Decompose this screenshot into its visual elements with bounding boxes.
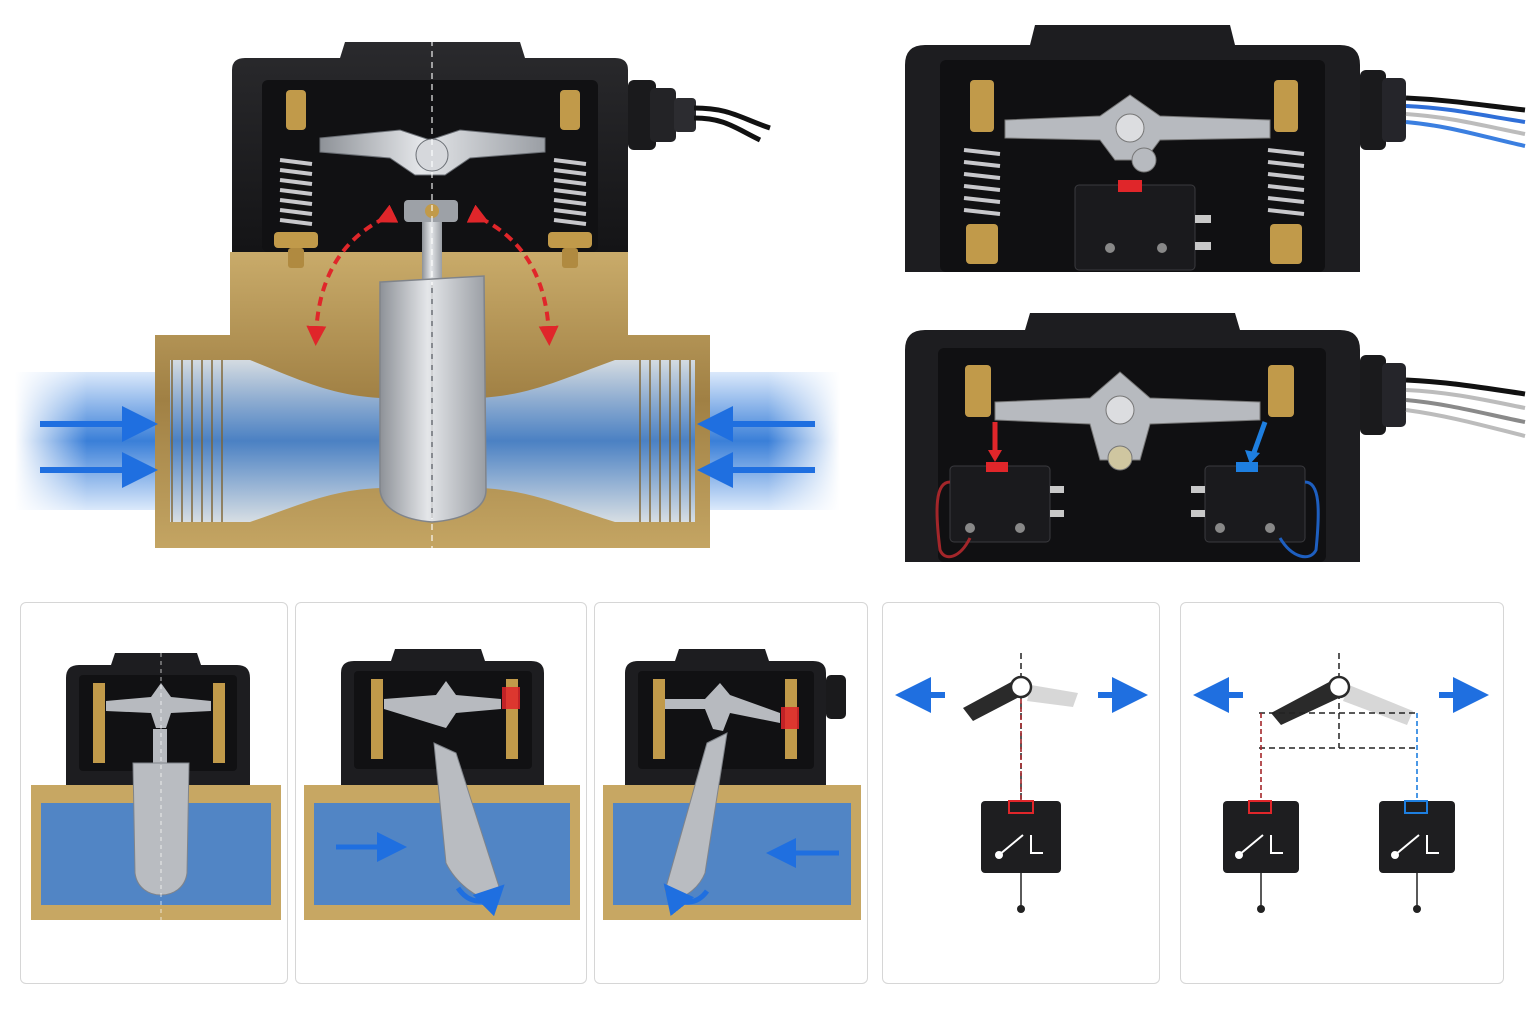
cable-gland	[628, 80, 771, 150]
paddle	[379, 275, 487, 523]
main-cutaway-illustration	[0, 0, 860, 580]
switch-symbol-single	[981, 800, 1061, 913]
switch-symbol-red	[1223, 800, 1299, 913]
state-panel-no-flow	[20, 602, 288, 984]
cable-gland-top	[1360, 70, 1526, 150]
schematic-panel-single	[882, 602, 1160, 984]
switch-symbol-blue	[1379, 800, 1455, 913]
schematic-panel-double	[1180, 602, 1504, 984]
flow-arrows-left	[40, 406, 158, 488]
right-spring-post	[548, 90, 592, 268]
state-panel-flow-left	[594, 602, 868, 984]
blue-microswitch	[1191, 421, 1320, 559]
single-microswitch-detail	[900, 20, 1530, 275]
microswitch-single	[1074, 180, 1211, 271]
state-panel-flow-right	[295, 602, 587, 984]
pipe-threads	[171, 360, 691, 522]
springs-top	[963, 80, 1305, 264]
red-microswitch	[935, 422, 1064, 559]
double-microswitch-detail	[900, 310, 1530, 565]
swing-arrows	[306, 204, 559, 346]
cable-gland-mid	[1360, 355, 1526, 438]
flow-arrows-right	[697, 406, 815, 488]
